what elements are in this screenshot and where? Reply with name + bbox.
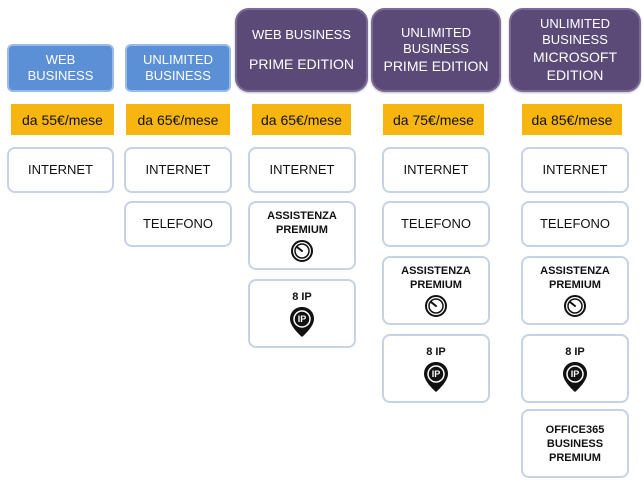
speedometer-icon [563, 294, 587, 318]
plan-price: da 65€/mese [252, 104, 351, 135]
speedometer-icon [290, 239, 314, 263]
feature-internet: INTERNET [7, 147, 114, 193]
feature-label: INTERNET [28, 162, 93, 177]
feature-line-1: ASSISTENZA [267, 209, 337, 222]
plan-header-line-1: UNLIMITED [142, 52, 214, 67]
ip-pin-text: IP [297, 313, 307, 324]
ip-pin-icon: IP [562, 361, 588, 393]
feature-internet: INTERNET [124, 147, 232, 193]
plan-header[interactable]: UNLIMITED BUSINESS PRIME EDITION [371, 8, 501, 92]
feature-label: TELEFONO [539, 216, 611, 231]
plan-price: da 75€/mese [383, 104, 484, 135]
plan-header-line-2: BUSINESS [542, 32, 608, 47]
feature-line-2: PREMIUM [410, 278, 462, 291]
plan-header-line-2: BUSINESS [27, 68, 94, 83]
feature-office365: OFFICE365 BUSINESS PREMIUM [521, 409, 629, 478]
plan-header-line-1: UNLIMITED [539, 16, 611, 31]
feature-line-1: ASSISTENZA [401, 264, 471, 277]
feature-ip: 8 IP IP [248, 279, 356, 348]
feature-telefono: TELEFONO [124, 201, 232, 247]
feature-label: 8 IP [292, 290, 312, 303]
feature-label: TELEFONO [400, 216, 472, 231]
feature-telefono: TELEFONO [382, 201, 490, 247]
plan-header-line-3: PRIME EDITION [248, 56, 354, 72]
feature-label: INTERNET [542, 162, 608, 177]
feature-internet: INTERNET [382, 147, 490, 193]
plan-price-label: da 75€/mese [393, 111, 474, 128]
feature-ip: 8 IP IP [382, 334, 490, 403]
plan-price: da 55€/mese [11, 104, 114, 135]
feature-ip: 8 IP IP [521, 334, 629, 403]
plan-header-line-1: WEB [45, 52, 76, 67]
plan-header[interactable]: UNLIMITED BUSINESS [125, 44, 231, 92]
feature-label: 8 IP [565, 345, 585, 358]
plan-header-line-3: MICROSOFT [533, 49, 617, 65]
feature-internet: INTERNET [248, 147, 356, 193]
ip-pin-icon: IP [289, 306, 315, 338]
plan-header[interactable]: UNLIMITED BUSINESS MICROSOFT EDITION [509, 8, 641, 92]
plan-price-label: da 85€/mese [531, 111, 613, 128]
plan-header-line-3: PRIME EDITION [383, 58, 489, 74]
feature-label: 8 IP [426, 345, 446, 358]
feature-internet: INTERNET [521, 147, 629, 193]
plan-header-line-1: UNLIMITED [400, 25, 472, 40]
feature-label: INTERNET [403, 162, 469, 177]
feature-assistenza-premium: ASSISTENZA PREMIUM [521, 256, 629, 325]
feature-line-1: ASSISTENZA [540, 264, 610, 277]
feature-line-2: PREMIUM [276, 223, 328, 236]
ip-pin-icon: IP [423, 361, 449, 393]
feature-line-3: PREMIUM [549, 451, 601, 464]
feature-line-2: BUSINESS [546, 437, 604, 450]
plan-header-line-2: BUSINESS [145, 68, 211, 83]
plan-price: da 85€/mese [522, 104, 622, 135]
plan-header-line-4: EDITION [546, 67, 604, 83]
ip-pin-text: IP [431, 368, 441, 379]
plan-header[interactable]: WEB BUSINESS PRIME EDITION [235, 8, 368, 92]
feature-line-2: PREMIUM [549, 278, 601, 291]
speedometer-icon [424, 294, 448, 318]
plan-header-line-1: WEB BUSINESS [252, 27, 351, 42]
ip-pin-text: IP [570, 368, 580, 379]
plan-header-line-2: BUSINESS [403, 41, 469, 56]
plan-price: da 65€/mese [126, 104, 230, 135]
plan-header[interactable]: WEB BUSINESS [7, 44, 114, 92]
feature-telefono: TELEFONO [521, 201, 629, 247]
feature-assistenza-premium: ASSISTENZA PREMIUM [382, 256, 490, 325]
plan-price-label: da 65€/mese [261, 111, 342, 128]
feature-label: INTERNET [145, 162, 211, 177]
feature-label: INTERNET [269, 162, 335, 177]
feature-label: TELEFONO [142, 216, 214, 231]
feature-line-1: OFFICE365 [545, 423, 605, 436]
plan-price-label: da 65€/mese [137, 111, 219, 128]
feature-assistenza-premium: ASSISTENZA PREMIUM [248, 201, 356, 270]
plan-price-label: da 55€/mese [22, 111, 103, 128]
